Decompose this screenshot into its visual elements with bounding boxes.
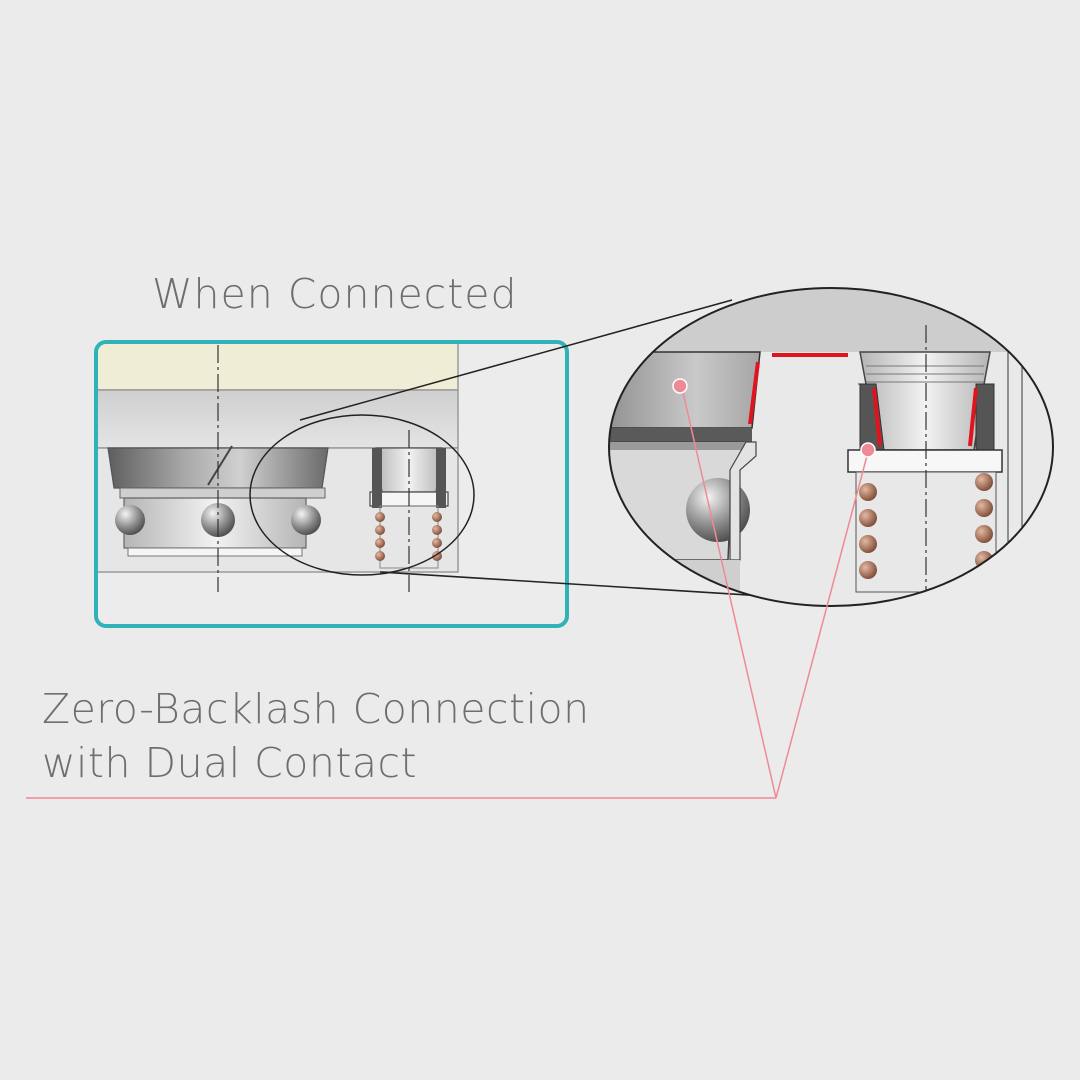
caption-line-2: with Dual Contact: [42, 739, 418, 787]
ball-bearing-icon: [291, 505, 321, 535]
zoom-connector-top: [299, 299, 733, 421]
overview-frame: [94, 340, 569, 628]
overview-assembly: [96, 342, 567, 626]
callout-leaders: [26, 378, 876, 799]
contact-face-pin-right: [968, 387, 978, 447]
callout-dot-plate: [672, 378, 688, 394]
diagram-title: When Connected: [152, 270, 518, 318]
callout-dot-pin: [860, 442, 876, 458]
zoomed-detail: [609, 288, 1053, 606]
callout-caption: Zero-Backlash Connection with Dual Conta…: [42, 682, 590, 790]
magnifier-loupe-icon: [249, 414, 475, 576]
coil-spring-icon: [375, 512, 442, 561]
caption-line-1: Zero-Backlash Connection: [42, 685, 590, 733]
magnifier-loupe-icon: [608, 287, 1054, 607]
ball-bearing-icon: [115, 505, 145, 535]
contact-face-pin-left: [872, 387, 882, 447]
contact-face-left: [748, 361, 760, 425]
